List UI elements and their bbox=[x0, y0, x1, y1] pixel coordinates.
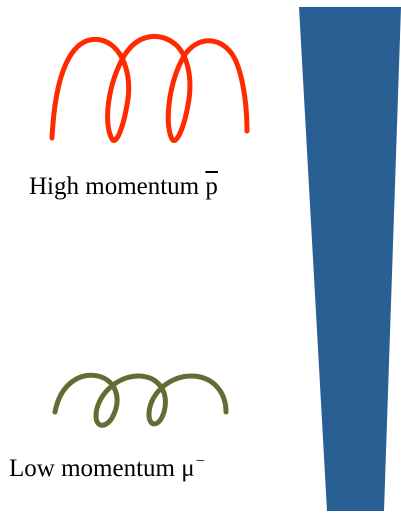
low-momentum-label: Low momentum μ− bbox=[9, 453, 205, 487]
high-momentum-text: High momentum bbox=[29, 173, 200, 200]
low-momentum-text: Low momentum bbox=[9, 455, 175, 482]
muon-charge: − bbox=[195, 453, 205, 470]
muon-letter: μ bbox=[181, 455, 195, 482]
high-momentum-helix-track bbox=[49, 33, 250, 143]
muon-symbol: μ− bbox=[181, 453, 205, 487]
antiproton-symbol: p bbox=[205, 173, 218, 200]
blue-wedge-shape bbox=[299, 7, 401, 511]
high-momentum-label: High momentum p bbox=[29, 172, 218, 202]
low-momentum-helix-track bbox=[52, 372, 229, 428]
